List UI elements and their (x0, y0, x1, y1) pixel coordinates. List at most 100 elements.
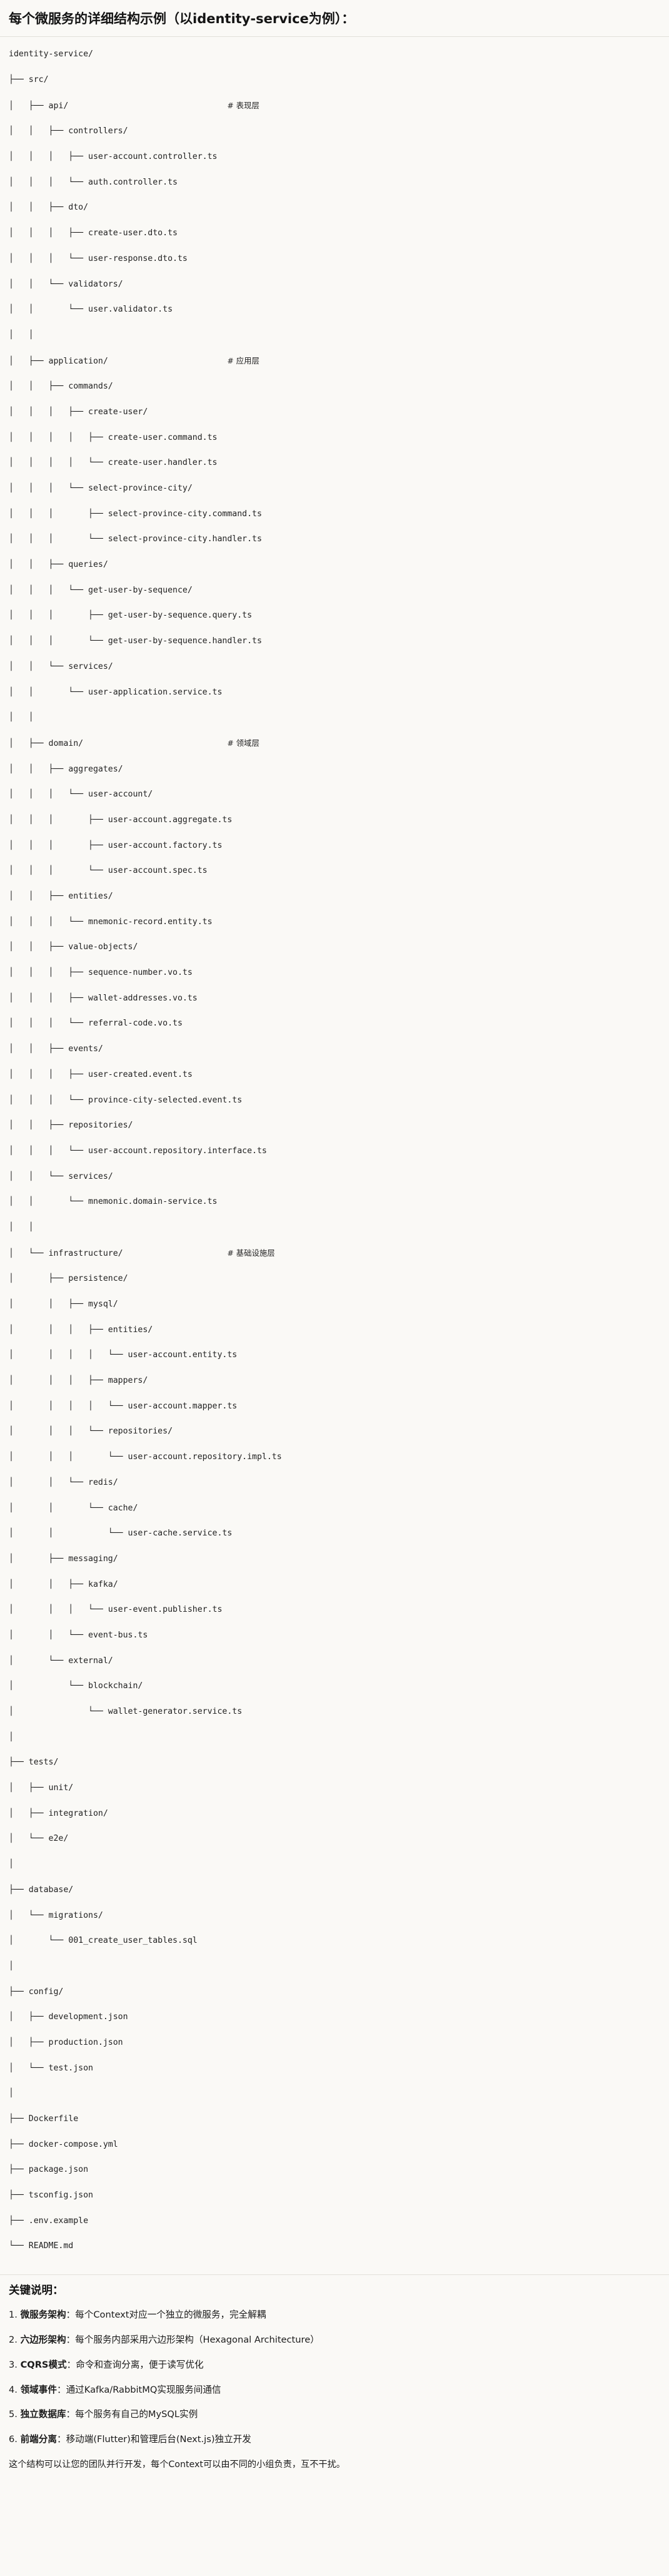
tree-line: │ │ │ ├── user-created.event.ts (9, 1069, 660, 1081)
tree-comment-gap (83, 739, 227, 748)
tree-line: identity-service/ (9, 48, 660, 61)
tree-layer-comment: # 应用层 (227, 355, 259, 365)
tree-node-label: │ │ │ ├── mappers/ (9, 1376, 148, 1386)
page-title: 每个微服务的详细结构示例（以identity-service为例）： (9, 11, 355, 26)
tree-node-label: ├── .env.example (9, 2216, 89, 2226)
tree-line: │ ├── integration/ (9, 1808, 660, 1820)
tree-line: │ │ ├── queries/ (9, 559, 660, 571)
tree-node-label: │ └── migrations/ (9, 1910, 103, 1920)
tree-line: │ │ │ └── user-account/ (9, 788, 660, 801)
tree-node-label: │ │ │ └── get-user-by-sequence/ (9, 585, 193, 595)
key-point-description: 每个服务有自己的MySQL实例 (75, 2409, 198, 2420)
tree-node-label: │ ├── messaging/ (9, 1554, 118, 1564)
tree-line: ├── config/ (9, 1986, 660, 1998)
tree-line: │ │ └── services/ (9, 661, 660, 673)
tree-line: │ └── external/ (9, 1655, 660, 1667)
tree-line: │ │ │ └── repositories/ (9, 1425, 660, 1438)
tree-line: └── README.md (9, 2240, 660, 2253)
tree-node-label: │ (9, 2089, 14, 2099)
tree-node-label: │ │ │ │ ├── create-user.command.ts (9, 432, 218, 442)
tree-line: │ ├── api/ # 表现层 (9, 99, 660, 113)
key-point-number: 3. (9, 2359, 21, 2370)
tree-line: │ │ └── user-application.service.ts (9, 686, 660, 699)
key-point-description: 通过Kafka/RabbitMQ实现服务间通信 (66, 2384, 221, 2395)
tree-line: │ ├── domain/ # 领域层 (9, 737, 660, 750)
tree-line: │ └── 001_create_user_tables.sql (9, 1935, 660, 1947)
key-point-item: 3. CQRS模式：命令和查询分离，便于读写优化 (9, 2358, 660, 2372)
tree-node-label: │ │ │ └── user-response.dto.ts (9, 253, 188, 263)
tree-line: │ │ │ ├── wallet-addresses.vo.ts (9, 992, 660, 1005)
tree-line: │ │ │ ├── mappers/ (9, 1375, 660, 1387)
tree-node-label: │ │ │ │ └── user-account.mapper.ts (9, 1401, 238, 1411)
key-point-description: 命令和查询分离，便于读写优化 (76, 2359, 204, 2370)
tree-line: │ │ └── cache/ (9, 1502, 660, 1515)
tree-line: │ │ (9, 711, 660, 724)
tree-node-label: │ ├── api/ (9, 101, 69, 111)
tree-line: │ │ │ ├── create-user/ (9, 406, 660, 419)
divider-top (0, 36, 669, 38)
tree-node-label: │ │ ├── kafka/ (9, 1579, 118, 1589)
tree-node-label: │ │ ├── value-objects/ (9, 942, 138, 952)
tree-line: │ └── wallet-generator.service.ts (9, 1706, 660, 1718)
tree-node-label: │ │ │ ├── user-created.event.ts (9, 1069, 193, 1079)
tree-node-label: │ │ └── services/ (9, 661, 113, 671)
key-point-term: 领域事件 (20, 2384, 57, 2395)
tree-line: ├── database/ (9, 1884, 660, 1896)
tree-line: │ │ └── services/ (9, 1171, 660, 1183)
key-point-term: CQRS模式 (20, 2359, 67, 2370)
tree-node-label: │ └── blockchain/ (9, 1681, 143, 1691)
directory-tree: identity-service/ ├── src/ │ ├── api/ # … (9, 48, 660, 2266)
tree-line: │ │ └── user-cache.service.ts (9, 1527, 660, 1540)
tree-line: │ │ │ │ └── user-account.entity.ts (9, 1349, 660, 1362)
tree-node-label: │ │ └── services/ (9, 1171, 113, 1181)
tree-node-label: │ │ │ └── select-province-city/ (9, 484, 193, 494)
key-point-separator: ： (56, 2384, 66, 2395)
tree-line: │ ├── persistence/ (9, 1273, 660, 1285)
tree-line: │ │ │ │ └── create-user.handler.ts (9, 457, 660, 469)
tree-node-label: │ (9, 1860, 14, 1870)
tree-node-label: ├── config/ (9, 1987, 64, 1997)
tree-node-label: │ └── test.json (9, 2063, 93, 2073)
tree-node-label: │ │ │ ├── user-account.controller.ts (9, 152, 218, 162)
key-point-term: 前端分离 (20, 2434, 57, 2445)
tree-line: │ ├── development.json (9, 2011, 660, 2024)
key-point-term: 独立数据库 (20, 2409, 66, 2420)
tree-line: │ ├── production.json (9, 2037, 660, 2049)
tree-line: │ │ ├── entities/ (9, 890, 660, 903)
tree-node-label: ├── tsconfig.json (9, 2191, 93, 2201)
tree-node-label: │ │ (9, 713, 34, 723)
tree-node-label: │ ├── production.json (9, 2037, 123, 2047)
tree-line: │ │ (9, 1221, 660, 1234)
tree-node-label: │ └── infrastructure/ (9, 1248, 123, 1258)
tree-node-label: │ └── wallet-generator.service.ts (9, 1707, 243, 1717)
key-point-number: 5. (9, 2409, 21, 2420)
tree-line: │ │ │ ├── get-user-by-sequence.query.ts (9, 609, 660, 622)
tree-line: │ (9, 2087, 660, 2100)
key-point-description: 每个Context对应一个独立的微服务，完全解耦 (75, 2309, 266, 2320)
key-points-heading: 关键说明： (9, 2284, 64, 2298)
tree-node-label: ├── tests/ (9, 1758, 59, 1768)
tree-line: │ ├── unit/ (9, 1782, 660, 1795)
tree-node-label: │ │ ├── commands/ (9, 382, 113, 392)
tree-node-label: │ │ │ ├── sequence-number.vo.ts (9, 968, 193, 978)
tree-line: │ │ ├── aggregates/ (9, 763, 660, 776)
tree-node-label: │ │ │ └── user-account/ (9, 790, 153, 800)
tree-line: │ │ │ └── referral-code.vo.ts (9, 1017, 660, 1030)
tree-node-label: │ │ │ │ └── create-user.handler.ts (9, 458, 218, 468)
tree-line: ├── package.json (9, 2164, 660, 2176)
key-point-separator: ： (66, 2309, 76, 2320)
tree-node-label: │ │ │ ├── user-account.aggregate.ts (9, 815, 233, 825)
tree-line: │ │ └── mnemonic.domain-service.ts (9, 1196, 660, 1208)
tree-node-label: │ │ ├── entities/ (9, 892, 113, 902)
tree-node-label: │ │ │ └── user-event.publisher.ts (9, 1605, 223, 1615)
tree-line: │ │ │ └── user-account.repository.impl.t… (9, 1451, 660, 1464)
tree-node-label: │ └── external/ (9, 1656, 113, 1666)
tree-layer-comment: # 基础设施层 (227, 1248, 275, 1258)
tree-line: │ │ └── event-bus.ts (9, 1629, 660, 1642)
tree-line: │ │ │ ├── select-province-city.command.t… (9, 508, 660, 521)
tree-node-label: │ │ ├── queries/ (9, 560, 108, 570)
tree-line: │ │ │ │ └── user-account.mapper.ts (9, 1400, 660, 1413)
tree-layer-comment: # 表现层 (227, 100, 259, 110)
tree-node-label: │ │ │ └── province-city-selected.event.t… (9, 1095, 243, 1105)
